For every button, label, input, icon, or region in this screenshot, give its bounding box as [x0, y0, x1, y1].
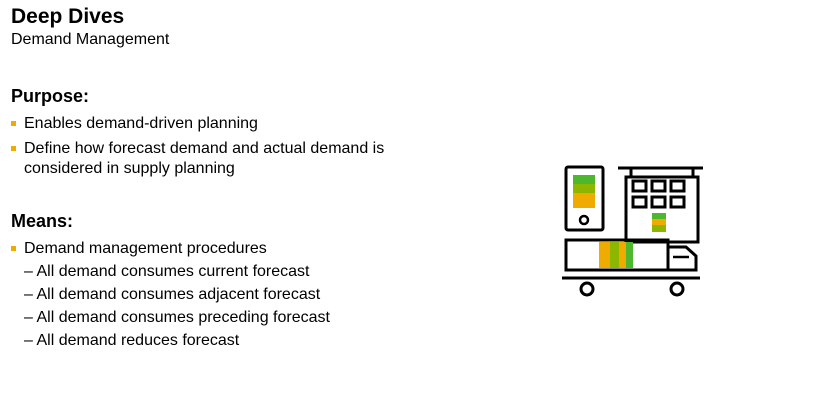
bullet-square-icon: [11, 146, 16, 151]
purpose-bullet-1: Enables demand-driven planning: [11, 114, 411, 134]
means-bullet-1: Demand management procedures: [11, 239, 411, 259]
purpose-bullet-text: Define how forecast demand and actual de…: [24, 140, 385, 177]
means-sub-item: – All demand consumes current forecast: [24, 263, 310, 280]
means-sub-item: – All demand consumes adjacent forecast: [24, 286, 321, 303]
purpose-heading: Purpose:: [11, 86, 90, 106]
means-sub-item: – All demand consumes preceding forecast: [24, 309, 330, 326]
means-sub-item: – All demand reduces forecast: [24, 332, 240, 349]
building-icon: [624, 175, 700, 244]
means-sub-list: – All demand consumes current forecast –…: [24, 260, 330, 352]
truck-cab-icon: [666, 245, 698, 272]
page-subtitle: Demand Management: [11, 31, 170, 48]
bullet-square-icon: [11, 246, 16, 251]
means-list: Demand management procedures: [11, 239, 411, 264]
means-bullet-text: Demand management procedures: [24, 240, 267, 257]
purpose-bullet-text: Enables demand-driven planning: [24, 115, 258, 132]
mobile-device-icon: [564, 165, 605, 232]
supply-chain-factory-truck-icon: [562, 165, 703, 297]
wheel-icon: [669, 281, 685, 297]
means-heading: Means:: [11, 211, 74, 231]
purpose-list: Enables demand-driven planning Define ho…: [11, 114, 411, 184]
purpose-bullet-2: Define how forecast demand and actual de…: [11, 139, 411, 179]
wheel-icon: [579, 281, 595, 297]
bullet-square-icon: [11, 121, 16, 126]
page-title: Deep Dives: [11, 5, 125, 28]
